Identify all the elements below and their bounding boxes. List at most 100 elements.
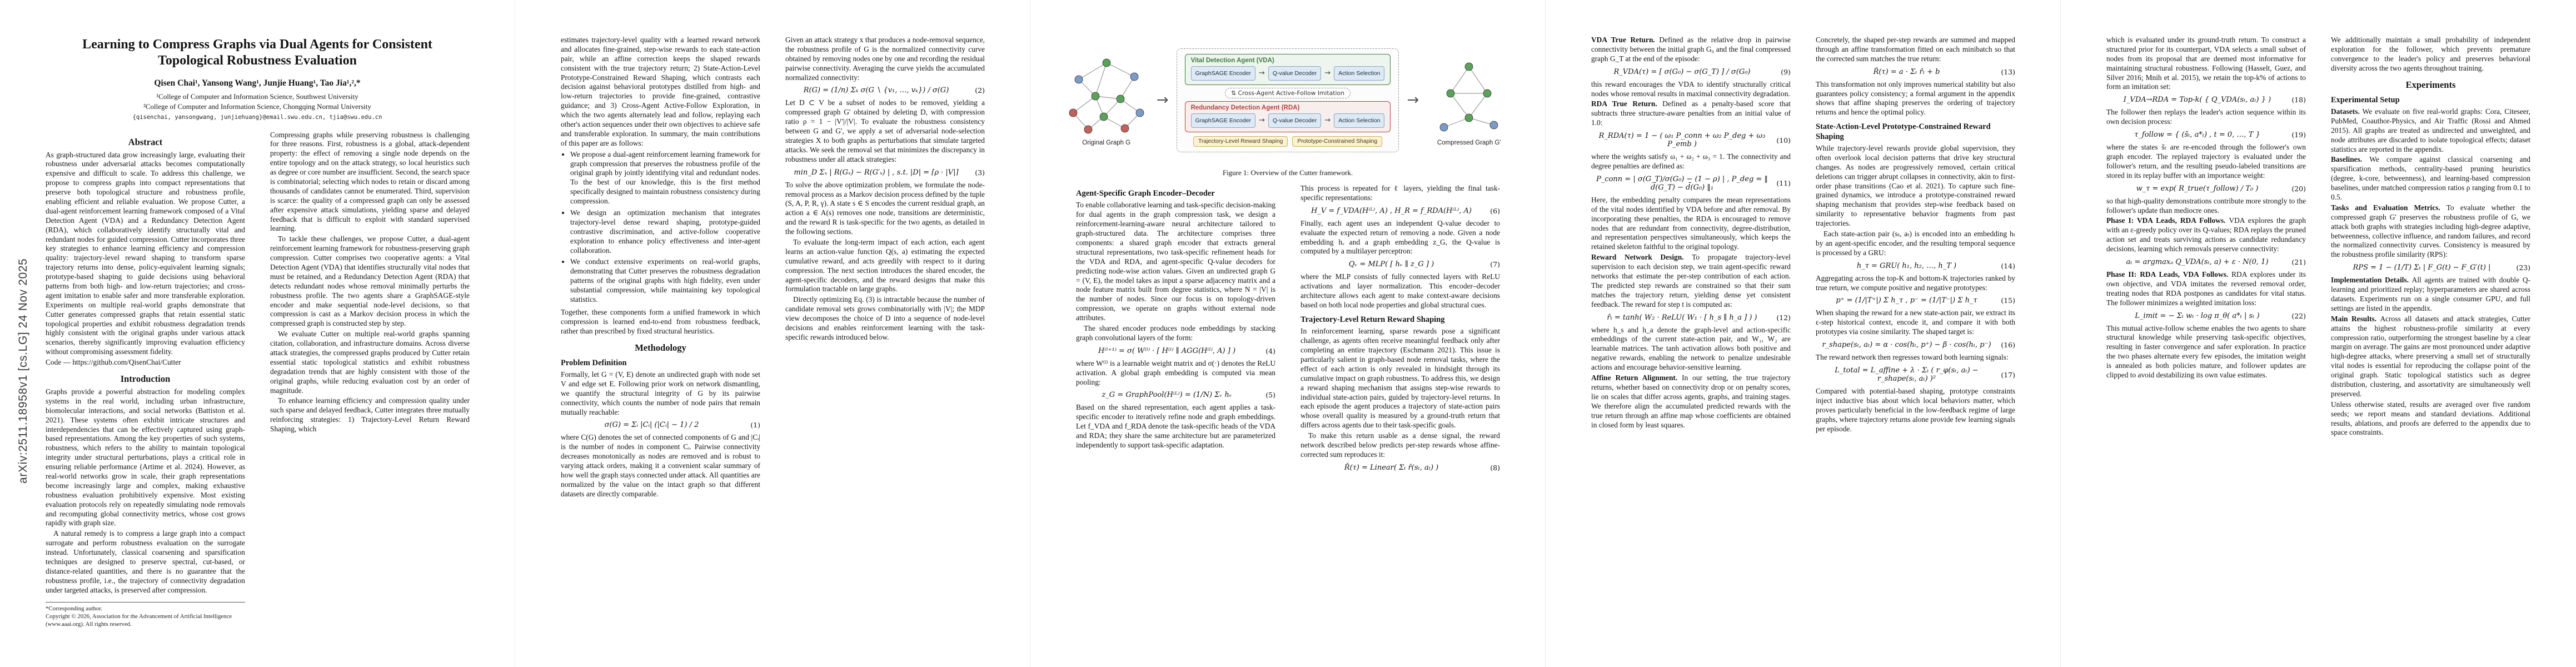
run-in-heading: Baselines. (2331, 155, 2370, 164)
column-2: Concretely, the shaped per-step rewards … (1816, 36, 2015, 435)
imitation-label: ⇅ Cross-Agent Active-Follow Imitation (1225, 87, 1351, 98)
code-link[interactable]: Code — https://github.com/QisenChai/Cutt… (46, 358, 181, 367)
column-2: We additionally maintain a small probabi… (2331, 36, 2530, 439)
equation: min_D Σₓ | R(Gₓ) − R(G′ₓ) | , s.t. |D| =… (785, 168, 985, 177)
vda-encoder-box: GraphSAGE Encoder (1190, 66, 1255, 81)
run-in-heading: Reward Network Design. (1591, 253, 1692, 262)
compressed-graph-illustration (1439, 62, 1498, 131)
equation-body: L_total = L_affine + λ · Σₜ ( r_φ(sₜ, aₜ… (1835, 366, 1979, 384)
section-heading: Experiments (2405, 79, 2456, 90)
rda-decoder-box: Q-value Decoder (1268, 113, 1322, 128)
paragraph: Here, the embedding penalty compares the… (1591, 195, 1791, 251)
paper-page-1: Learning to Compress Graphs via Dual Age… (0, 0, 515, 667)
equation-number: (5) (1265, 391, 1275, 400)
paragraph: estimates trajectory-level quality with … (561, 36, 760, 147)
page-columns: VDA True Return. Defined as the relative… (1591, 36, 2015, 435)
arrow-icon: → (1324, 116, 1331, 125)
paragraph: where h_s and h_a denote the graph-level… (1591, 325, 1791, 372)
paragraph: When shaping the reward for a new state-… (1816, 308, 2015, 336)
equation-number: (3) (975, 168, 985, 177)
paragraph: The follower then replays the leader's a… (2106, 108, 2306, 126)
figure-body: Original Graph G → Vital Detection Agent… (1069, 36, 1501, 165)
equation-number: (17) (2001, 370, 2015, 379)
original-graph-panel: Original Graph G (1064, 54, 1149, 146)
equation-number: (6) (1490, 206, 1500, 215)
equation-body: R_RDA(τ) = 1 − ( ω₁ P_conn + ω₂ P_deg + … (1598, 132, 1766, 149)
paragraph: Aggregating across the top-K and bottom-… (1816, 273, 2015, 292)
equation-body: H⁽ˡ⁺¹⁾ = σ( W⁽ˡ⁾ · [ H⁽ˡ⁾ ∥ AGG(H⁽ˡ⁾, A)… (1098, 346, 1236, 355)
run-in-heading: Phase I: VDA Leads, RDA Follows. (2106, 216, 2229, 225)
paragraph: To evaluate the long-term impact of each… (785, 238, 985, 293)
paper-page-2: estimates trajectory-level quality with … (515, 0, 1030, 667)
subsection-heading: Agent-Specific Graph Encoder–Decoder (1076, 189, 1215, 198)
paragraph: Formally, let G = (V, E) denote an undir… (561, 370, 760, 416)
equation-body: R_VDA(τ) = [ σ(G₀) − σ(G_T) ] / σ(G₀) (1613, 67, 1751, 76)
subsection-heading: State-Action-Level Prototype-Constrained… (1816, 122, 1991, 141)
equation-body: h_τ = GRU( h₁, h₂, …, h_T ) (1856, 261, 1957, 270)
paragraph: where the weights satisfy ω₁ + ω₂ + ω₃ =… (1591, 152, 1791, 171)
paragraph: This process is repeated for ℓ layers, y… (1301, 184, 1500, 202)
page-columns: which is evaluated under its ground-trut… (2106, 36, 2530, 439)
column-1: which is evaluated under its ground-trut… (2106, 36, 2306, 439)
equation-body: min_D Σₓ | R(Gₓ) − R(G′ₓ) | , s.t. |D| =… (794, 168, 959, 177)
equation-number: (1) (750, 421, 760, 430)
equation: R̂(τ) = Linear( Σₜ r̂(sₜ, aₜ) )(8) (1301, 464, 1500, 472)
paragraph: Phase II: RDA Leads, VDA Follows. RDA ex… (2106, 270, 2306, 307)
equation: R(G) = (1/n) Σₖ σ(G ∖ {v₁, …, vₖ}) / σ(G… (785, 86, 985, 94)
author-emails: {qisenchai, yansongwang, junjiehuang}@em… (132, 113, 382, 121)
equation-number: (22) (2291, 311, 2306, 320)
subsection-heading: Problem Definition (561, 358, 627, 367)
arrow-icon: → (1258, 69, 1265, 77)
equation: r̂ₜ = tanh( W₂ · ReLU( W₁ · [ h_s ∥ h_a … (1591, 313, 1791, 322)
paragraph: To enhance learning efficiency and compr… (270, 396, 470, 434)
equation-number: (19) (2291, 131, 2306, 140)
paragraph: Tasks and Evaluation Metrics. To evaluat… (2331, 203, 2530, 259)
vda-action-box: Action Selection (1334, 66, 1385, 81)
rda-action-box: Action Selection (1334, 113, 1385, 128)
equation-body: L_imit = − Σₜ wₜ · log π_θ( a*ₜ | sₜ ) (2135, 311, 2260, 320)
affiliation-2: ²College of Computer and Information Sci… (143, 102, 372, 111)
equation: w_τ = exp( R_true(τ_follow) / T₀ )(20) (2106, 185, 2306, 193)
equation-number: (4) (1265, 346, 1275, 355)
paragraph: Compared with potential-based shaping, p… (1816, 387, 2015, 433)
paragraph: Baselines. We compare against classical … (2331, 155, 2530, 201)
paragraph: To make this return usable as a dense si… (1301, 431, 1500, 459)
paper-page-5: which is evaluated under its ground-trut… (2061, 0, 2576, 667)
equation-number: (11) (1776, 179, 1791, 188)
column-1: estimates trajectory-level quality with … (561, 36, 760, 500)
paragraph: To solve the above optimization problem,… (785, 180, 985, 236)
rda-pipeline: Redundancy Detection Agent (RDA) GraphSA… (1184, 101, 1391, 132)
paragraph: where W⁽ˡ⁾ is a learnable weight matrix … (1076, 359, 1275, 386)
vda-title: Vital Detection Agent (VDA) (1190, 57, 1274, 64)
column-2: This process is repeated for ℓ layers, y… (1301, 184, 1500, 476)
equation-number: (9) (1781, 67, 1791, 76)
equation: R_RDA(τ) = 1 − ( ω₁ P_conn + ω₂ P_deg + … (1591, 132, 1791, 148)
equation-body: z_G = GraphPool(H⁽ᴸ⁾) = (1/N) Σᵥ hᵥ (1102, 391, 1232, 400)
run-in-heading: Datasets. (2331, 107, 2363, 116)
run-in-heading: Tasks and Evaluation Metrics. (2331, 203, 2447, 212)
paragraph: Together, these components form a unifie… (561, 307, 760, 335)
equation: Qᵥ = MLP( [ hᵥ ∥ z_G ] )(7) (1301, 260, 1500, 268)
paragraph: Compressing graphs while preserving robu… (270, 130, 470, 233)
equation: r_shape(sₜ, aₜ) = α · cos(hₜ, p⁺) − β · … (1816, 341, 2015, 349)
framework-box: Vital Detection Agent (VDA) GraphSAGE En… (1176, 48, 1399, 152)
reward-shaping-pill: Trajectory-Level Reward Shaping (1193, 136, 1288, 147)
equation-body: w_τ = exp( R_true(τ_follow) / T₀ ) (2136, 184, 2259, 193)
paragraph: VDA True Return. Defined as the relative… (1591, 36, 1791, 63)
figure-label-compressed: Compressed Graph G' (1437, 139, 1501, 146)
column-2: Compressing graphs while preserving robu… (270, 131, 470, 628)
paragraph: The reward network then regresses toward… (1816, 353, 2009, 362)
compressed-graph-panel: Compressed Graph G' (1427, 54, 1511, 146)
footnote: *Corresponding author.Copyright © 2026, … (46, 601, 245, 628)
paragraph: To tackle these challenges, we propose C… (270, 235, 470, 328)
run-in-heading: Phase II: RDA Leads, VDA Follows. (2106, 270, 2232, 279)
paragraph: Phase I: VDA Leads, RDA Follows. VDA exp… (2106, 216, 2306, 253)
paragraph: where the states s̃ₜ are re-encoded thro… (2106, 143, 2306, 180)
paragraph: This mutual active-follow scheme enables… (2106, 323, 2306, 380)
paragraph: this reward encourages the VDA to identi… (1591, 79, 1791, 98)
equation-number: (14) (2001, 261, 2015, 270)
equation-number: (8) (1490, 463, 1500, 472)
